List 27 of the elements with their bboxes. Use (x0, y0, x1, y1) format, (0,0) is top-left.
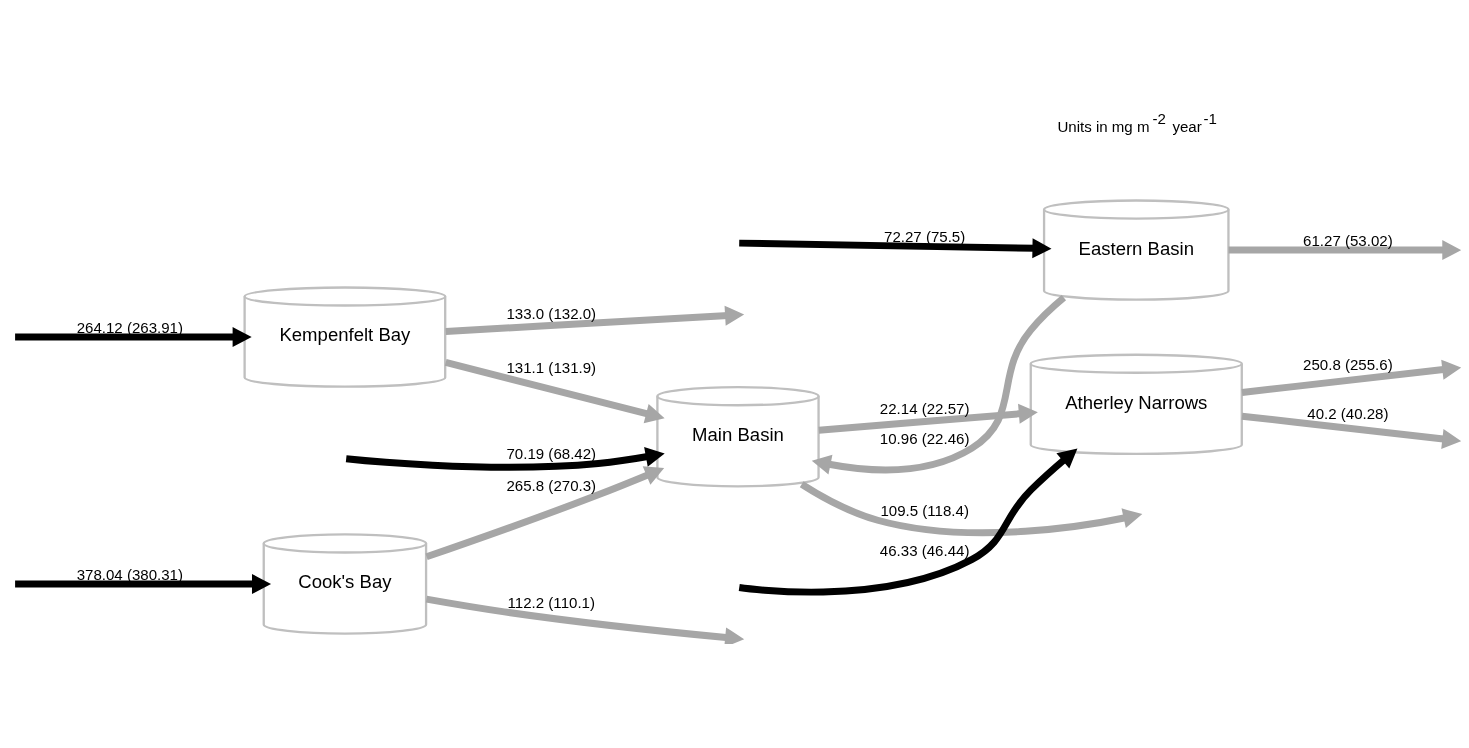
arrow (818, 403, 1038, 434)
arrow (1241, 412, 1461, 449)
arrow (1241, 359, 1461, 396)
edge-label: 265.8 (270.3) (506, 476, 597, 494)
edge-label: 46.33 (46.44) (879, 541, 970, 559)
edge-label: 72.27 (75.5) (884, 228, 966, 246)
edge-label: 378.04 (380.31) (76, 565, 183, 583)
arrow (738, 448, 1078, 596)
edge-label: 250.8 (255.6) (1303, 355, 1393, 373)
edge-label: 70.19 (68.42) (506, 445, 597, 463)
arrow (425, 595, 745, 644)
arrow (811, 295, 1067, 475)
arrow (445, 305, 745, 335)
arrow (799, 481, 1143, 537)
edge-label: 22.14 (22.57) (879, 400, 970, 418)
arrow (444, 359, 665, 424)
edge-label: 109.5 (118.4) (880, 502, 969, 520)
edge-label: 40.2 (40.28) (1307, 404, 1389, 422)
arrow (1228, 240, 1461, 261)
edge-label: 112.2 (110.1) (507, 593, 595, 611)
edge-label: 61.27 (53.02) (1303, 231, 1393, 249)
edge-label: 133.0 (132.0) (506, 304, 597, 322)
edge-label: 131.1 (131.9) (506, 359, 597, 377)
arrow (425, 466, 665, 561)
edge-label: 10.96 (22.46) (879, 430, 970, 448)
arrow (345, 446, 665, 471)
edge-label: 264.12 (263.91) (76, 318, 183, 336)
